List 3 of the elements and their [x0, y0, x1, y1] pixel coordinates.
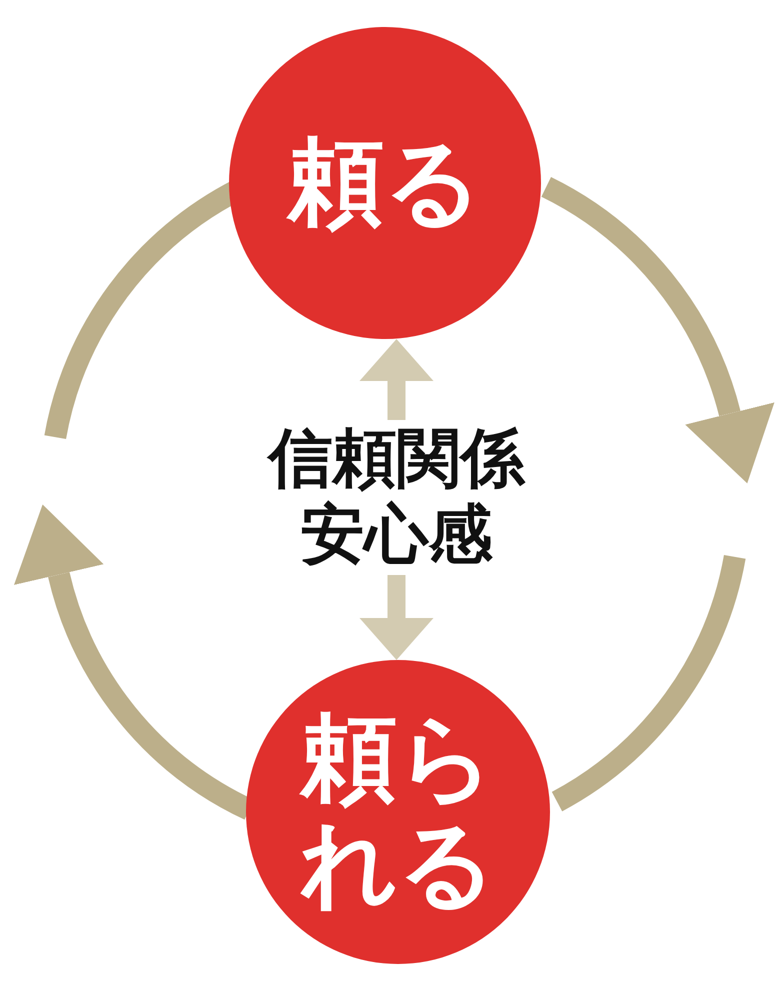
circle-node: 頼られる [246, 660, 550, 964]
circle-node: 頼る [229, 27, 541, 339]
curved-arrow [540, 177, 774, 482]
